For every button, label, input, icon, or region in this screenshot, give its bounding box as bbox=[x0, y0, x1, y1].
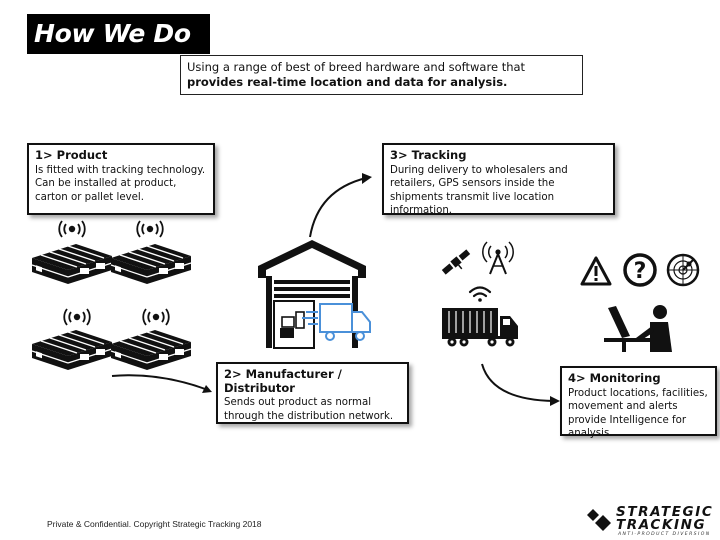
wireless-signal-icon bbox=[63, 308, 91, 326]
flow-arrow-2-to-3 bbox=[309, 173, 372, 238]
step-3-body: During delivery to wholesalers and retai… bbox=[390, 164, 568, 217]
computer-operator-icon bbox=[604, 305, 672, 352]
flow-arrow-1-to-2 bbox=[111, 374, 212, 393]
container-truck-icon bbox=[442, 308, 518, 347]
wireless-signal-icon bbox=[136, 220, 164, 238]
strategic-tracking-logo: STRATEGIC TRACKING ANTI-PRODUCT DIVERSIO… bbox=[585, 504, 715, 538]
step-4-title: 4> Monitoring bbox=[568, 371, 661, 385]
step-1-product-box: 1> Product Is fitted with tracking techn… bbox=[27, 143, 215, 215]
footer-copyright: Private & Confidential. Copyright Strate… bbox=[47, 519, 262, 529]
logo-tagline: ANTI-PRODUCT DIVERSION bbox=[618, 532, 711, 537]
svg-text:?: ? bbox=[634, 259, 647, 284]
step-4-monitoring-box: 4> Monitoring Product locations, facilit… bbox=[560, 366, 717, 439]
intro-text: Using a range of best of breed hardware … bbox=[187, 60, 526, 74]
step-3-title: 3> Tracking bbox=[390, 148, 467, 162]
warning-icon bbox=[580, 256, 612, 286]
pallet-icon bbox=[31, 243, 113, 285]
delivery-truck-icon bbox=[302, 303, 371, 341]
wifi-icon bbox=[468, 286, 492, 302]
pallet-group-bottom bbox=[31, 308, 192, 371]
page-title: How We Do It bbox=[27, 14, 210, 88]
step-2-distributor-box: 2> Manufacturer / Distributor Sends out … bbox=[216, 362, 409, 424]
logo-line-2: TRACKING bbox=[616, 517, 707, 533]
step-3-tracking-box: 3> Tracking During delivery to wholesale… bbox=[382, 143, 615, 217]
wireless-signal-icon bbox=[58, 220, 86, 238]
pallet-icon bbox=[110, 329, 192, 371]
step-4-body: Product locations, facilities, movement … bbox=[568, 387, 708, 440]
intro-text-box: Using a range of best of breed hardware … bbox=[180, 55, 583, 95]
radar-icon bbox=[666, 253, 700, 287]
pallet-icon bbox=[31, 329, 113, 371]
step-1-body: Is fitted with tracking technology. Can … bbox=[35, 164, 206, 203]
step-2-body: Sends out product as normal through the … bbox=[224, 397, 394, 422]
intro-text-bold: provides real-time location and data for… bbox=[187, 75, 508, 89]
logo-mark-icon bbox=[587, 509, 611, 531]
wireless-signal-icon bbox=[142, 308, 170, 326]
flow-arrow-3-to-4 bbox=[481, 363, 560, 406]
satellite-icon bbox=[441, 249, 471, 275]
logo-line-1: STRATEGIC bbox=[616, 504, 714, 520]
pallet-group-top bbox=[31, 220, 192, 285]
radio-tower-icon bbox=[482, 241, 514, 275]
step-1-title: 1> Product bbox=[35, 148, 108, 162]
pallet-icon bbox=[110, 243, 192, 285]
question-icon: ? bbox=[623, 253, 657, 287]
step-2-title: 2> Manufacturer / Distributor bbox=[224, 367, 342, 395]
